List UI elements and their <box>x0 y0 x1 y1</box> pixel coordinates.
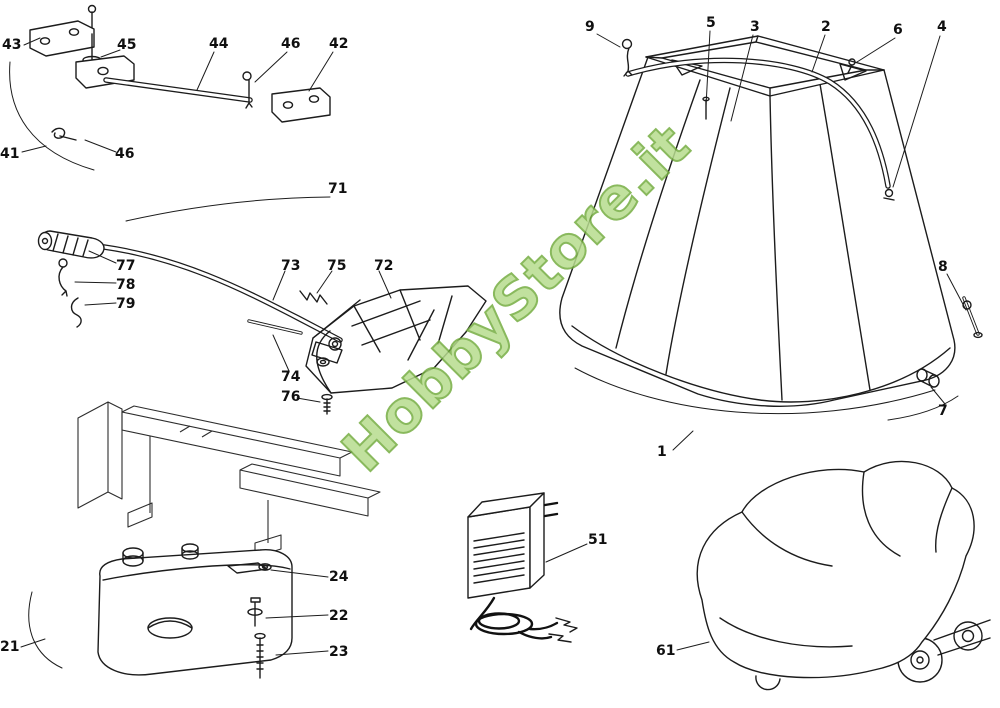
part-label-41: 41 <box>0 146 20 162</box>
part-label-43: 43 <box>2 37 22 53</box>
part-label-73: 73 <box>281 258 301 274</box>
part-label-3: 3 <box>750 19 760 35</box>
part-label-42: 42 <box>329 36 349 52</box>
leader-lines <box>20 30 967 656</box>
part-label-6: 6 <box>893 22 903 38</box>
part-label-24: 24 <box>329 569 349 585</box>
part-label-72: 72 <box>374 258 394 274</box>
part-label-46a: 46 <box>281 36 301 52</box>
part-label-8: 8 <box>938 259 948 275</box>
part-label-9: 9 <box>585 19 595 35</box>
part-label-21: 21 <box>0 639 20 655</box>
part-label-44: 44 <box>209 36 229 52</box>
covered-mower-drawing <box>696 460 991 691</box>
part-label-74: 74 <box>281 369 301 385</box>
part-label-7: 7 <box>938 403 948 419</box>
part-label-45: 45 <box>117 37 137 53</box>
fuel-tank-drawing <box>28 543 293 679</box>
part-label-5: 5 <box>706 15 716 31</box>
part-label-78: 78 <box>116 277 136 293</box>
battery-charger-drawing <box>467 492 578 643</box>
part-label-1: 1 <box>657 444 667 460</box>
part-label-77: 77 <box>116 258 136 274</box>
latch-bracket-assembly-drawing <box>9 4 331 171</box>
part-label-4: 4 <box>937 19 947 35</box>
part-label-2: 2 <box>821 19 831 35</box>
part-label-23: 23 <box>329 644 349 660</box>
part-label-71: 71 <box>328 181 348 197</box>
part-label-76: 76 <box>281 389 301 405</box>
part-label-75: 75 <box>327 258 347 274</box>
handle-lever-assembly-drawing <box>37 230 487 415</box>
part-label-46b: 46 <box>115 146 135 162</box>
part-label-22: 22 <box>329 608 349 624</box>
part-label-79: 79 <box>116 296 136 312</box>
part-label-61: 61 <box>656 643 676 659</box>
chassis-frame-sketch <box>77 401 381 558</box>
grass-catcher-drawing <box>559 35 983 421</box>
part-label-51: 51 <box>588 532 608 548</box>
